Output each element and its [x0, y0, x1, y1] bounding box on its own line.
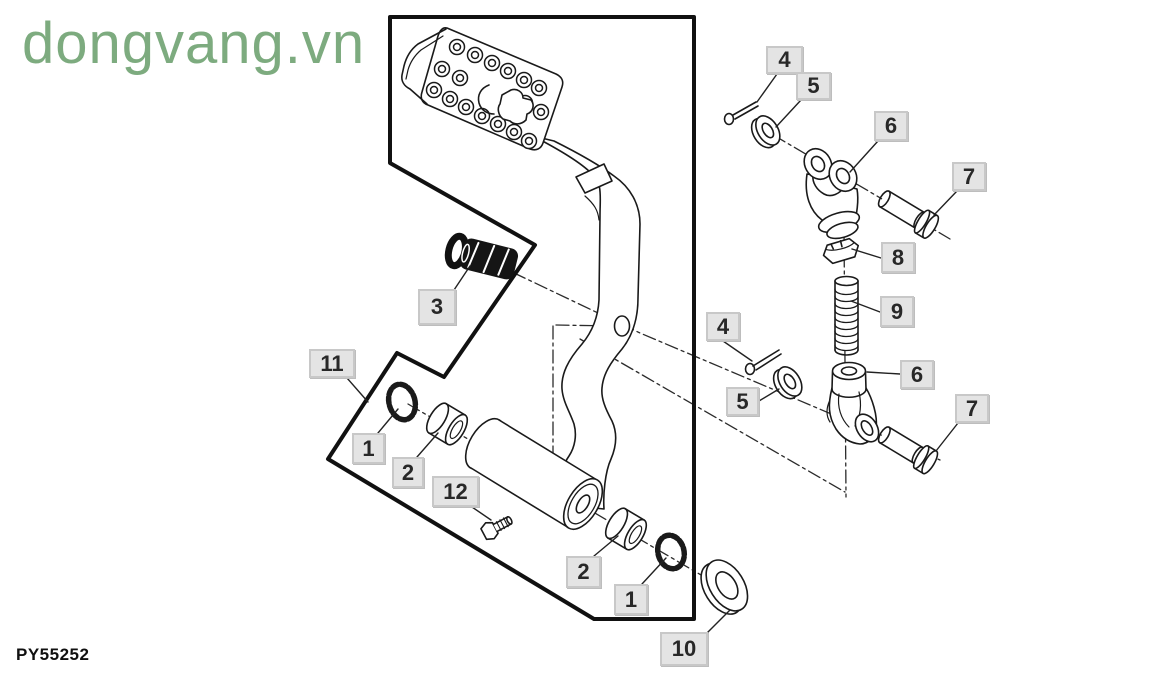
arm-slot [575, 163, 613, 194]
callout-6-top: 6 [874, 111, 908, 141]
callout-11: 11 [309, 349, 355, 378]
cotter-pin-4-top [723, 101, 759, 126]
diagram-frame [326, 15, 696, 621]
pad-cutout [477, 84, 495, 115]
callout-9: 9 [880, 296, 914, 327]
callout-2-right: 2 [566, 556, 601, 588]
washer-5-bottom [772, 366, 803, 400]
spring-pin-3 [444, 232, 519, 280]
clevis-6-bottom [826, 361, 880, 445]
pivot-tube [464, 417, 604, 531]
screw-12 [480, 515, 513, 541]
pedal-pad [401, 27, 564, 151]
nut-8 [822, 237, 860, 265]
cotter-pin-4-bottom [744, 349, 782, 376]
arm-hole [613, 315, 631, 337]
callout-6-bottom: 6 [900, 360, 934, 389]
snap-ring-1a [385, 381, 419, 423]
clevis-6-top [803, 147, 861, 240]
leader-lines [346, 73, 959, 635]
callout-7-top: 7 [952, 162, 986, 191]
lower-link-axis [579, 338, 846, 493]
pin-7-bottom [875, 422, 941, 476]
callout-3: 3 [418, 289, 456, 325]
callout-4-bottom: 4 [706, 312, 740, 341]
washer-10 [700, 559, 749, 615]
callout-4-top: 4 [766, 46, 803, 74]
bushing-2a [423, 400, 471, 448]
pad-cutout-center [497, 88, 534, 125]
pedal-arm [532, 135, 641, 510]
projection-horizontal [555, 324, 613, 327]
figure-code: PY55252 [16, 645, 90, 664]
callout-5-bottom: 5 [726, 387, 759, 416]
washer-5-top [750, 115, 781, 149]
threaded-rod-9 [834, 275, 859, 356]
pad-heel [401, 28, 447, 105]
pin-7-top [875, 186, 941, 240]
snap-ring-1b [654, 532, 688, 572]
watermark: dongvang.vn [22, 11, 366, 76]
callout-7-bottom: 7 [955, 394, 989, 423]
rod-pin-axis [469, 251, 941, 461]
callout-12: 12 [432, 476, 479, 507]
bushing-2b [602, 505, 650, 553]
callout-1-left: 1 [352, 433, 385, 464]
callout-10: 10 [660, 632, 708, 666]
callout-2-left: 2 [392, 457, 424, 488]
callout-8: 8 [881, 242, 915, 273]
callout-5-top: 5 [796, 72, 831, 100]
callout-1-right: 1 [614, 584, 648, 615]
pad-studs [425, 38, 550, 150]
